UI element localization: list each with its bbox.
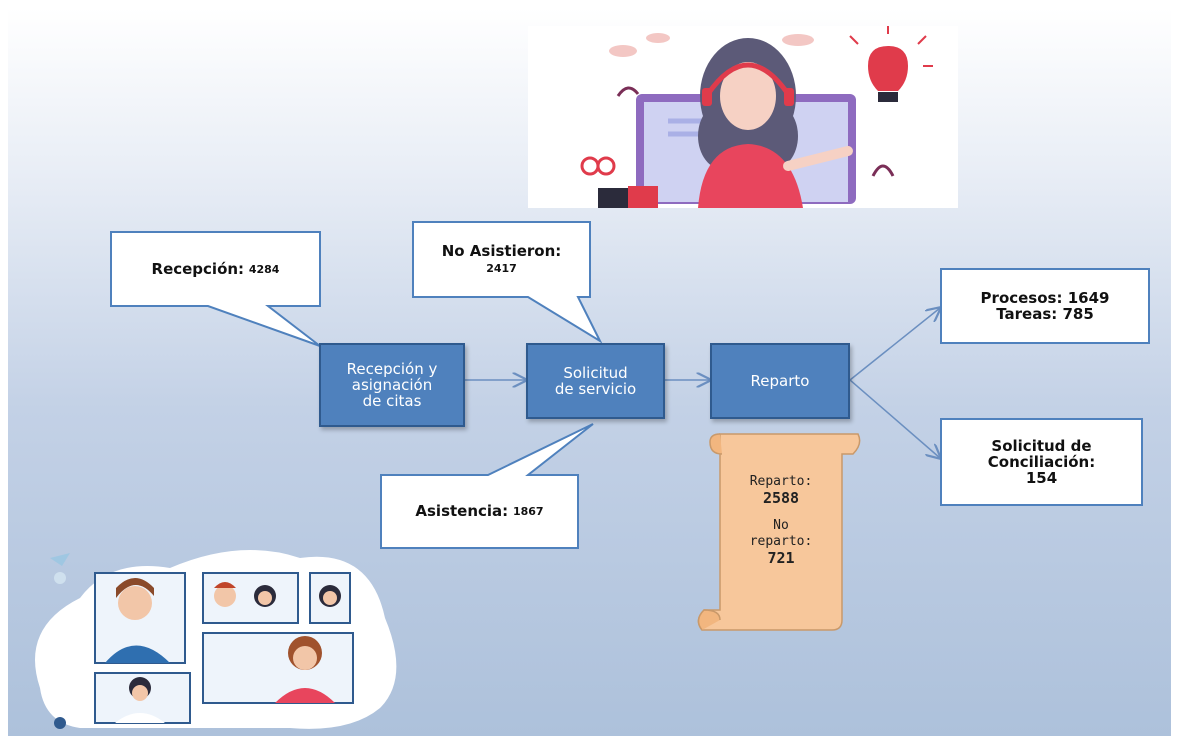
video-conference-illustration	[35, 550, 397, 729]
callout-recepcion: Recepción: 4284	[111, 232, 320, 306]
callout-recepcion-value: 4284	[248, 262, 280, 276]
callout-asistencia-bubble	[380, 423, 594, 549]
outcome-solicitud-conciliacion: Solicitud de Conciliación: 154	[940, 418, 1143, 506]
callout-recepcion-bubble	[110, 231, 321, 347]
no-reparto-value: 721	[767, 549, 795, 567]
scroll-stats: Reparto: 2588 No reparto: 721	[720, 474, 842, 566]
reparto-value: 2588	[762, 489, 800, 507]
callout-asistencia-value: 1867	[512, 505, 544, 518]
process-solicitud-servicio: Solicitud de servicio	[526, 343, 665, 419]
callout-no-asistieron-value: 2417	[486, 261, 517, 275]
call-center-agent-illustration	[528, 26, 958, 208]
callout-asistencia-label: Asistencia:	[415, 502, 509, 520]
process-recepcion-asignacion: Recepción y asignación de citas	[319, 343, 465, 427]
reparto-label: Reparto:	[749, 474, 813, 489]
process-reparto: Reparto	[710, 343, 850, 419]
diagram-canvas: Recepción: 4284 No Asistieron: 2417 Asis…	[8, 8, 1171, 736]
connectors	[110, 221, 1171, 631]
no-reparto-label: No reparto:	[749, 518, 813, 549]
scroll-shape	[697, 433, 861, 631]
callout-no-asistieron-bubble	[412, 221, 603, 344]
callout-asistencia: Asistencia: 1867	[381, 475, 578, 548]
callout-no-asistieron-label: No Asistieron:	[441, 241, 562, 260]
outcome-procesos-tareas: Procesos: 1649 Tareas: 785	[940, 268, 1150, 344]
callout-no-asistieron: No Asistieron: 2417	[413, 222, 590, 297]
callout-recepcion-label: Recepción:	[151, 259, 245, 278]
